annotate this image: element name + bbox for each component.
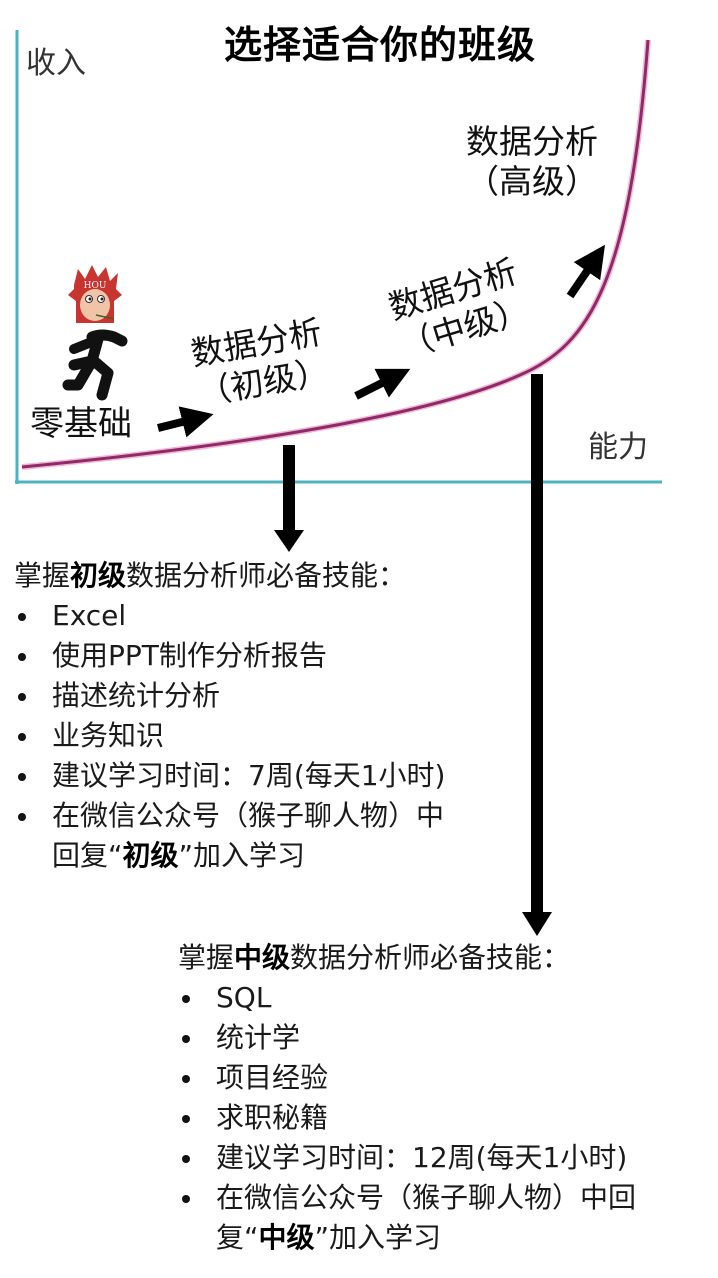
beginner-skills-block: 掌握初级数据分析师必备技能： Excel 使用PPT制作分析报告 描述统计分析 … bbox=[14, 556, 445, 876]
stage-zero-label: 零基础 bbox=[30, 404, 132, 444]
list-item: 求职秘籍 bbox=[178, 1098, 636, 1138]
svg-text:HOU: HOU bbox=[84, 281, 107, 291]
list-item: 业务知识 bbox=[14, 716, 445, 756]
list-item: 使用PPT制作分析报告 bbox=[14, 636, 445, 676]
monkey-runner-icon: HOU bbox=[62, 265, 128, 401]
list-item: SQL bbox=[178, 978, 636, 1018]
intermediate-skills-block: 掌握中级数据分析师必备技能： SQL 统计学 项目经验 求职秘籍 建议学习时间：… bbox=[178, 938, 636, 1258]
arrow-beginner-to-mid bbox=[354, 368, 411, 400]
stage-advanced-line1: 数据分析 bbox=[466, 122, 598, 161]
list-item-continuation: 回复“初级”加入学习 bbox=[52, 839, 306, 872]
list-item-continuation: 复“中级”加入学习 bbox=[216, 1221, 442, 1254]
list-item: 项目经验 bbox=[178, 1058, 636, 1098]
stage-advanced-line2: （高级） bbox=[466, 162, 598, 201]
list-item: 统计学 bbox=[178, 1018, 636, 1058]
beginner-skills-heading: 掌握初级数据分析师必备技能： bbox=[14, 559, 407, 592]
list-item: 建议学习时间：12周(每天1小时) bbox=[178, 1138, 636, 1178]
beginner-skills-list: Excel 使用PPT制作分析报告 描述统计分析 业务知识 建议学习时间：7周(… bbox=[14, 596, 445, 876]
intermediate-skills-list: SQL 统计学 项目经验 求职秘籍 建议学习时间：12周(每天1小时) 在微信公… bbox=[178, 978, 636, 1258]
list-item: 描述统计分析 bbox=[14, 676, 445, 716]
stage-advanced-label: 数据分析 （高级） bbox=[466, 122, 598, 202]
intermediate-skills-heading: 掌握中级数据分析师必备技能： bbox=[178, 941, 571, 974]
arrow-zero-to-beginner bbox=[157, 406, 214, 438]
list-item: Excel bbox=[14, 596, 445, 636]
list-item: 建议学习时间：7周(每天1小时) bbox=[14, 756, 445, 796]
page-title: 选择适合你的班级 bbox=[223, 23, 536, 67]
list-item: 在微信公众号（猴子聊人物）中回 bbox=[178, 1178, 636, 1218]
list-item: 在微信公众号（猴子聊人物）中 bbox=[14, 796, 445, 836]
x-axis-label: 能力 bbox=[588, 430, 648, 465]
y-axis-label: 收入 bbox=[26, 46, 86, 81]
arrow-mid-to-advanced bbox=[566, 244, 606, 299]
